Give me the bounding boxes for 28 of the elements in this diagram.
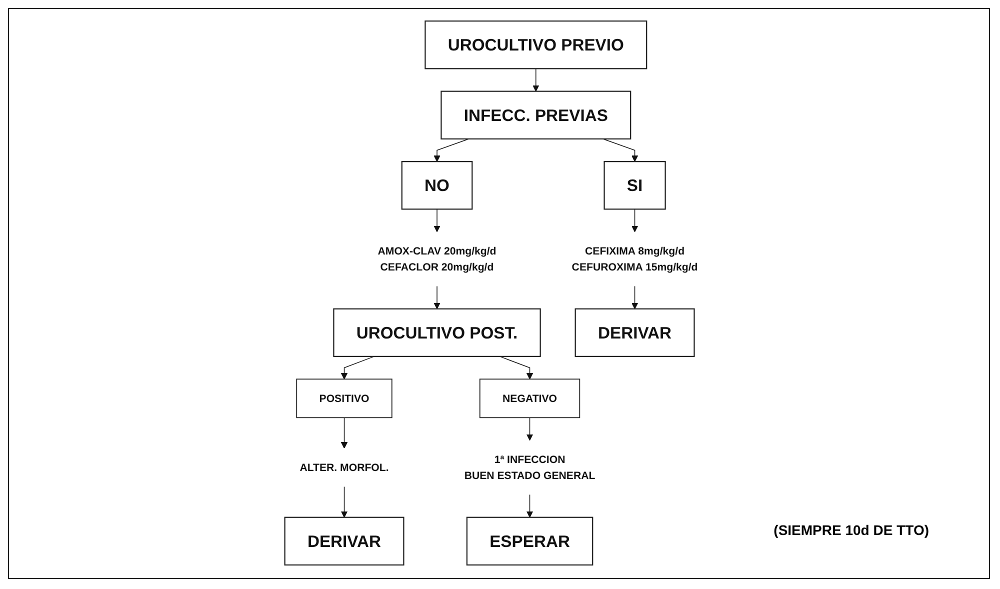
arrow [532, 68, 540, 92]
node-box: NEGATIVO [480, 378, 580, 418]
arrow [434, 208, 441, 232]
arrow [632, 286, 638, 310]
node-box: ESPERAR [466, 516, 594, 566]
node-box: SI [604, 161, 666, 210]
node-box: NO [402, 161, 473, 210]
node-text: 1ª INFECCION BUEN ESTADO GENERAL [464, 453, 596, 482]
arrow [434, 286, 441, 310]
arrow [341, 356, 375, 380]
node-box: INFECC. PREVIAS [440, 90, 632, 140]
arrow [632, 208, 638, 232]
arrow [434, 138, 470, 162]
node-box: UROCULTIVO PREVIO [424, 20, 648, 70]
arrow [526, 417, 534, 441]
node-box: DERIVAR [575, 308, 696, 358]
note-text: (SIEMPRE 10d DE TTO) [774, 522, 929, 538]
arrow [500, 356, 534, 380]
node-box: POSITIVO [296, 378, 393, 418]
arrow [341, 417, 348, 449]
node-text: ALTER. MORFOL. [300, 461, 390, 474]
node-box: UROCULTIVO POST. [333, 308, 542, 358]
arrow [602, 138, 638, 162]
arrow [526, 494, 534, 518]
node-box: DERIVAR [284, 516, 405, 566]
arrow [341, 486, 348, 518]
node-text: AMOX-CLAV 20mg/kg/d CEFACLOR 20mg/kg/d [378, 244, 497, 273]
node-text: CEFIXIMA 8mg/kg/d CEFUROXIMA 15mg/kg/d [572, 244, 698, 273]
